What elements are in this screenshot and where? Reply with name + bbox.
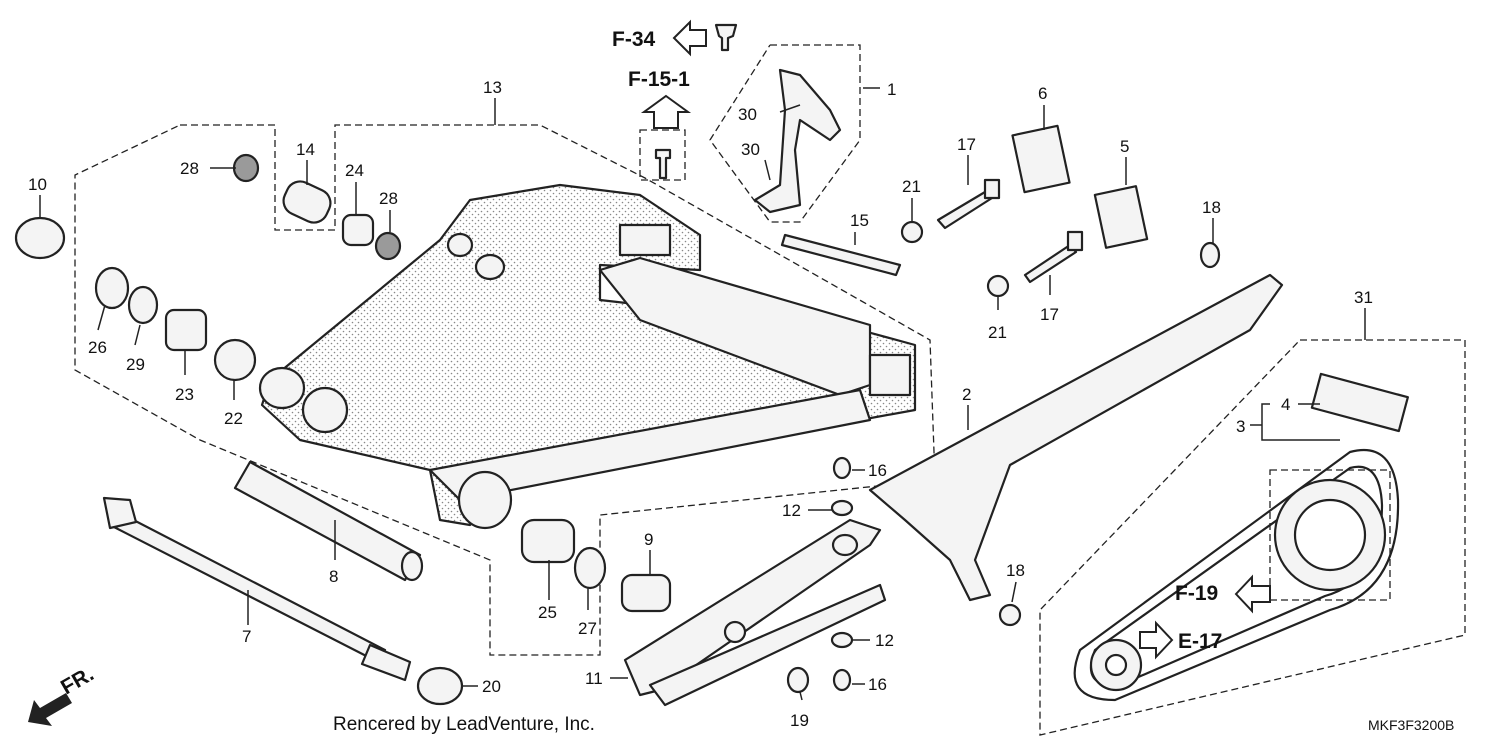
part-23 (164, 308, 208, 352)
svg-text:F-15-1: F-15-1 (628, 68, 690, 91)
callout-4: 4 (1281, 395, 1290, 414)
group-1-outline (709, 44, 861, 223)
washer-12b (830, 631, 854, 649)
bolt-16b (832, 668, 852, 692)
part-9 (620, 573, 672, 613)
ref-f34[interactable]: F-34 (612, 19, 707, 57)
ref-f15-1[interactable]: F-15-1 (628, 68, 692, 129)
callout-20: 20 (482, 677, 501, 696)
chain-slider-11 (623, 518, 882, 697)
bolt-16a (832, 456, 852, 480)
callout-labels: 1 2 3 4 5 6 7 8 9 10 11 12 12 13 14 15 1… (28, 78, 1373, 730)
nut-21a (900, 220, 924, 244)
callout-17b: 17 (1040, 305, 1059, 324)
screw-15-1 (654, 148, 672, 180)
callout-6: 6 (1038, 84, 1047, 103)
nut-21b (986, 274, 1010, 298)
callout-30a: 30 (738, 105, 757, 124)
arrow-up-icon (640, 94, 692, 129)
bolt-top (714, 23, 738, 52)
callout-16a: 16 (868, 461, 887, 480)
callout-8: 8 (329, 567, 338, 586)
callout-22: 22 (224, 409, 243, 428)
bolt-18b (998, 603, 1022, 627)
callout-2: 2 (962, 385, 971, 404)
callout-23: 23 (175, 385, 194, 404)
part-28b (374, 231, 402, 261)
arrow-left-icon (672, 19, 707, 57)
ref-e17[interactable]: E-17 (1139, 620, 1222, 660)
arrow-left-icon (1234, 574, 1271, 614)
callout-29: 29 (126, 355, 145, 374)
callout-5: 5 (1120, 137, 1129, 156)
rod-15 (780, 233, 902, 277)
callout-30b: 30 (741, 140, 760, 159)
swingarm-body (258, 183, 917, 530)
part-26 (94, 266, 130, 310)
callout-19: 19 (790, 711, 809, 730)
callout-31: 31 (1354, 288, 1373, 307)
callout-1: 1 (887, 80, 896, 99)
part-24 (341, 213, 375, 247)
callout-28a: 28 (180, 159, 199, 178)
callout-24: 24 (345, 161, 364, 180)
callout-9: 9 (644, 530, 653, 549)
front-indicator: FR. (28, 662, 98, 726)
part-6 (1011, 124, 1071, 194)
group-31-outline (1039, 339, 1466, 736)
head-17a (983, 178, 1001, 200)
part-14 (282, 180, 332, 224)
callout-27: 27 (578, 619, 597, 638)
part-10 (14, 216, 66, 260)
bolt-18a (1199, 241, 1221, 269)
ref-f19[interactable]: F-19 (1175, 574, 1271, 614)
part-22 (213, 338, 257, 382)
svg-text:FR.: FR. (57, 662, 98, 699)
drive-chain-31 (1073, 372, 1409, 702)
washer-12a (830, 499, 854, 517)
head-17b (1066, 230, 1084, 252)
svg-text:F-34: F-34 (612, 28, 656, 51)
diagram-code: MKF3F3200B (1368, 717, 1454, 733)
callout-18a: 18 (1202, 198, 1221, 217)
callout-17a: 17 (957, 135, 976, 154)
front-arrow-icon (28, 693, 72, 726)
screw-box (639, 129, 686, 181)
part-20 (416, 666, 464, 706)
collar-8 (233, 460, 424, 582)
callout-12a: 12 (782, 501, 801, 520)
part-25 (520, 518, 576, 564)
callout-12b: 12 (875, 631, 894, 650)
svg-text:E-17: E-17 (1178, 630, 1222, 653)
part-5 (1093, 185, 1149, 249)
part-27 (573, 546, 607, 590)
bolt-19 (786, 666, 810, 694)
callout-3: 3 (1236, 417, 1245, 436)
callout-26: 26 (88, 338, 107, 357)
callout-21b: 21 (988, 323, 1007, 342)
callout-7: 7 (242, 627, 251, 646)
part-29 (127, 285, 159, 325)
chain-guard-2 (868, 273, 1284, 602)
leader-lines (39, 87, 1366, 701)
callout-18b: 18 (1006, 561, 1025, 580)
callout-28b: 28 (379, 189, 398, 208)
credit-text: Rencered by LeadVenture, Inc. (333, 714, 595, 735)
callout-21a: 21 (902, 177, 921, 196)
callout-25: 25 (538, 603, 557, 622)
callout-15: 15 (850, 211, 869, 230)
callout-10: 10 (28, 175, 47, 194)
arrow-right-icon (1139, 620, 1174, 660)
callout-14: 14 (296, 140, 315, 159)
svg-text:F-19: F-19 (1175, 582, 1218, 605)
bolt-17b (1023, 243, 1078, 284)
callout-13: 13 (483, 78, 502, 97)
callout-16b: 16 (868, 675, 887, 694)
part-28a (232, 153, 260, 183)
pivot-shaft-7 (102, 496, 412, 682)
callout-11: 11 (585, 669, 603, 688)
bracket-1 (753, 68, 842, 214)
